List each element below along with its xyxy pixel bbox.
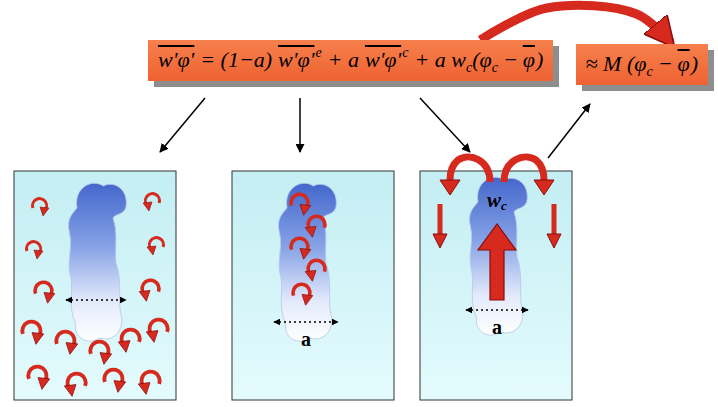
detrainment-arrow — [504, 157, 544, 182]
environment-panel — [14, 171, 176, 400]
formula-term: w'φ' — [365, 45, 401, 75]
eddy — [35, 282, 55, 303]
eddy — [27, 242, 43, 259]
width-arrow — [466, 309, 528, 311]
eddy — [291, 194, 311, 215]
velocity-subscript: c — [501, 198, 507, 214]
pointer-arrow — [299, 98, 301, 152]
eddy — [64, 374, 85, 397]
cloud — [68, 183, 126, 341]
subsidence-arrow — [552, 204, 557, 236]
eddy — [104, 370, 125, 393]
formula-term: c — [466, 61, 472, 75]
detrainment-arrow — [450, 157, 490, 182]
eddy — [146, 320, 167, 343]
mass-flux-panel — [420, 171, 572, 400]
cloud — [278, 183, 336, 341]
width-arrow — [66, 299, 126, 301]
formula-term: ) — [536, 45, 543, 75]
formula-term: c — [646, 65, 652, 79]
formula-term: − — [503, 45, 518, 75]
formula-term: = (1−a) — [200, 45, 272, 75]
formula-term: c — [402, 46, 408, 60]
eddy — [33, 199, 49, 216]
formula-term: w'φ' — [278, 45, 314, 75]
formula-term: φ — [523, 45, 535, 75]
formula-box: w'φ'= (1−a)w'φ'e+ aw'φ'c+ a wc(φc−φ) — [148, 40, 553, 81]
formula-term: ) — [691, 49, 698, 79]
arrow-head — [440, 180, 460, 195]
arrow-head — [534, 180, 554, 195]
eddy — [56, 332, 77, 355]
pointer-arrow — [160, 98, 205, 152]
formula-term: e — [315, 46, 321, 60]
eddy — [143, 194, 159, 211]
environment-eddies — [22, 194, 167, 397]
eddy — [139, 280, 159, 301]
formula-term: φ — [678, 49, 690, 79]
eddy — [138, 372, 159, 395]
cloud — [469, 177, 527, 335]
width-arrow — [274, 321, 338, 323]
eddy — [118, 330, 139, 353]
velocity-label: w — [487, 188, 501, 213]
formula-term: − — [658, 49, 673, 79]
eddy — [22, 322, 43, 345]
updraft-arrow — [478, 224, 516, 300]
eddy — [305, 216, 325, 237]
eddy — [28, 367, 49, 390]
width-label: a — [492, 316, 502, 339]
eddy — [291, 238, 311, 259]
eddy — [305, 260, 325, 281]
arrow-head — [547, 234, 561, 248]
formula-term: (φ — [472, 45, 492, 75]
arrow-head — [433, 234, 447, 248]
formula-term: + a — [328, 45, 359, 75]
pointer-arrow — [420, 98, 470, 152]
eddy — [293, 284, 313, 305]
formula-term: w'φ' — [158, 45, 194, 75]
updraft-eddies — [291, 194, 325, 305]
mass-flux-arrows — [433, 157, 561, 300]
approximation-box: ≈ M (φc−φ) — [576, 44, 708, 85]
formula-term: ≈ M (φ — [586, 49, 647, 79]
pointer-arrow — [548, 104, 590, 158]
formula-term: c — [492, 61, 498, 75]
eddy — [147, 238, 163, 255]
updraft-panel — [232, 171, 394, 400]
eddy — [90, 342, 111, 365]
formula-term: + a w — [414, 45, 466, 75]
curved-arrow — [480, 5, 671, 43]
subsidence-arrow — [438, 204, 443, 236]
width-label: a — [301, 328, 311, 351]
